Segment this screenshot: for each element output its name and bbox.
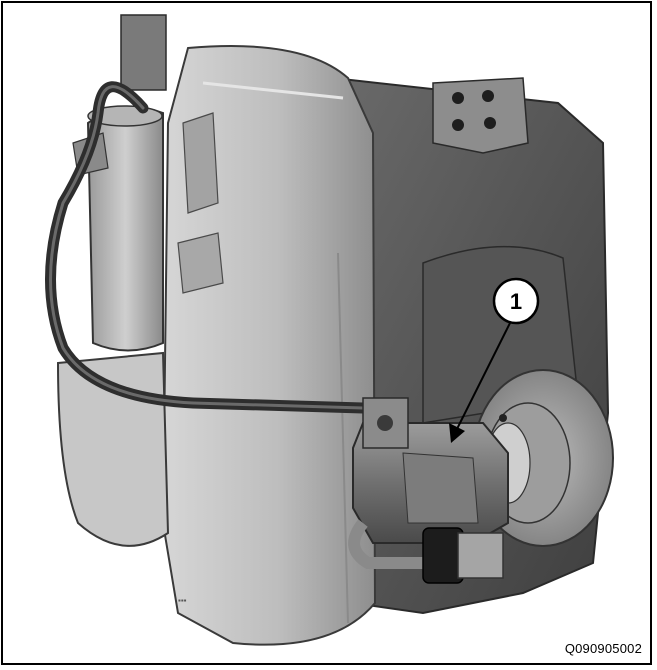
callout-badge: 1 [492, 277, 540, 325]
transmission-illustration: ▪▪▪ [45, 14, 614, 646]
callout-leader [449, 320, 512, 443]
figure-id: Q090905002 [564, 641, 642, 656]
svg-text:▪▪▪: ▪▪▪ [178, 596, 187, 605]
top-bracket [120, 14, 167, 91]
mounting-bracket [432, 77, 529, 154]
front-cover: ▪▪▪ [161, 45, 377, 646]
lower-fitting [348, 519, 504, 584]
hydraulic-motor [352, 397, 509, 544]
callout-number: 1 [510, 289, 522, 314]
